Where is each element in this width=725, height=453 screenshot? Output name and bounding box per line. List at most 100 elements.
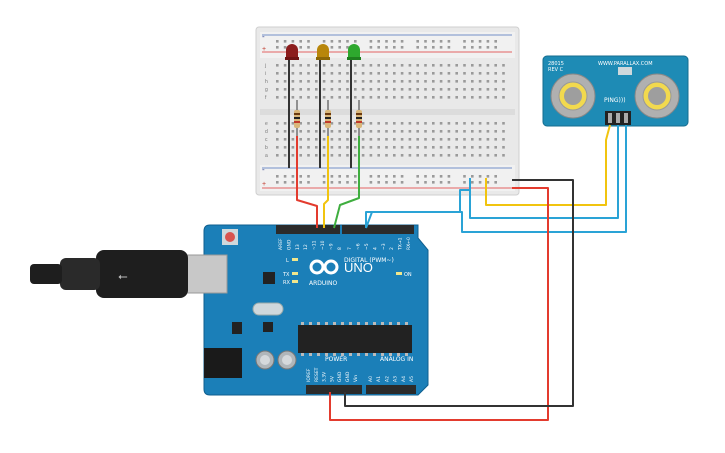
breadboard-hole xyxy=(369,46,373,49)
breadboard-hole xyxy=(276,80,279,83)
breadboard-hole xyxy=(330,96,334,99)
wire-red-power xyxy=(329,187,549,421)
breadboard-hole xyxy=(455,154,458,157)
digital-pin-label: 4 xyxy=(372,247,378,250)
breadboard-hole xyxy=(455,88,458,91)
chip-pin xyxy=(325,353,328,356)
breadboard-hole xyxy=(283,64,287,67)
breadboard-hole xyxy=(416,122,419,125)
breadboard-hole xyxy=(455,130,458,133)
chip-pin xyxy=(357,322,360,325)
breadboard-hole xyxy=(276,96,279,99)
breadboard-hole xyxy=(463,96,466,99)
breadboard-hole xyxy=(276,175,279,178)
breadboard-hole xyxy=(408,80,412,83)
chip-pin xyxy=(405,322,408,325)
digital-label: DIGITAL (PWM~) xyxy=(344,257,394,264)
breadboard-hole xyxy=(439,181,443,184)
breadboard-hole xyxy=(307,72,310,75)
breadboard-hole xyxy=(408,154,412,157)
breadboard-hole xyxy=(385,181,388,184)
breadboard-hole xyxy=(346,181,349,184)
breadboard-hole xyxy=(283,46,287,49)
breadboard-hole xyxy=(424,96,427,99)
breadboard-hole xyxy=(307,154,310,157)
breadboard-hole xyxy=(283,72,287,75)
breadboard-hole xyxy=(447,130,451,133)
led-l-label: L xyxy=(286,258,289,264)
breadboard-hole xyxy=(322,72,326,75)
breadboard-hole xyxy=(354,138,357,141)
breadboard-hole xyxy=(385,88,388,91)
breadboard-hole xyxy=(424,146,427,149)
breadboard-hole xyxy=(424,64,427,67)
breadboard-hole xyxy=(494,64,497,67)
breadboard-hole xyxy=(354,146,357,149)
breadboard-hole xyxy=(432,138,435,141)
digital-pin-label: 12 xyxy=(303,244,309,250)
breadboard-hole xyxy=(408,72,412,75)
analog-pin-label: A0 xyxy=(368,376,374,382)
breadboard-hole xyxy=(361,154,365,157)
breadboard-hole xyxy=(447,72,451,75)
digital-pin-label: 2 xyxy=(389,247,395,250)
breadboard-hole xyxy=(463,64,466,67)
breadboard-hole xyxy=(361,138,365,141)
power-pin-label: IOREF xyxy=(306,368,312,382)
chip-pin xyxy=(373,322,376,325)
breadboard-hole xyxy=(502,88,505,91)
breadboard-hole xyxy=(291,138,295,141)
breadboard-hole xyxy=(354,40,357,43)
breadboard-hole xyxy=(338,46,341,49)
chip-pin xyxy=(349,322,352,325)
breadboard-hole xyxy=(432,181,435,184)
breadboard-hole xyxy=(478,46,482,49)
breadboard-hole xyxy=(471,181,474,184)
ping-sensor: 28015 REV C WWW.PARALLAX.COM PING))) xyxy=(542,55,689,127)
breadboard-hole xyxy=(361,96,365,99)
breadboard-hole xyxy=(322,146,326,149)
breadboard-hole xyxy=(338,130,341,133)
breadboard-hole xyxy=(330,88,334,91)
breadboard-hole xyxy=(455,64,458,67)
breadboard-hole xyxy=(486,175,490,178)
breadboard-hole xyxy=(494,46,497,49)
breadboard-hole xyxy=(439,64,443,67)
breadboard-hole xyxy=(276,46,279,49)
breadboard-hole xyxy=(307,80,310,83)
breadboard-hole xyxy=(369,122,373,125)
analog-pin-label: A2 xyxy=(384,376,390,382)
rail-minus-bottom: - xyxy=(262,165,265,174)
breadboard-hole xyxy=(494,175,497,178)
row-letter: d xyxy=(265,129,268,135)
breadboard-hole xyxy=(494,40,497,43)
breadboard-hole xyxy=(315,80,318,83)
breadboard-hole xyxy=(463,40,466,43)
breadboard-hole xyxy=(322,175,326,178)
breadboard-hole xyxy=(502,96,505,99)
breadboard-hole xyxy=(424,72,427,75)
uno-logo-text: UNO xyxy=(344,260,373,275)
breadboard-hole xyxy=(408,130,412,133)
breadboard-hole xyxy=(463,138,466,141)
wire-black-ground xyxy=(344,179,574,407)
breadboard-hole xyxy=(369,80,373,83)
breadboard-hole xyxy=(471,146,474,149)
breadboard-hole xyxy=(283,80,287,83)
breadboard-hole xyxy=(447,80,451,83)
breadboard-hole xyxy=(471,138,474,141)
breadboard-hole xyxy=(330,46,334,49)
breadboard-hole xyxy=(424,40,427,43)
breadboard-hole xyxy=(322,80,326,83)
breadboard-hole xyxy=(322,181,326,184)
breadboard-hole xyxy=(291,40,295,43)
chip-pin xyxy=(389,322,392,325)
breadboard-hole xyxy=(447,88,451,91)
breadboard-hole xyxy=(502,154,505,157)
breadboard-hole xyxy=(291,96,295,99)
breadboard-hole xyxy=(416,72,419,75)
wire-red-led xyxy=(296,136,318,228)
